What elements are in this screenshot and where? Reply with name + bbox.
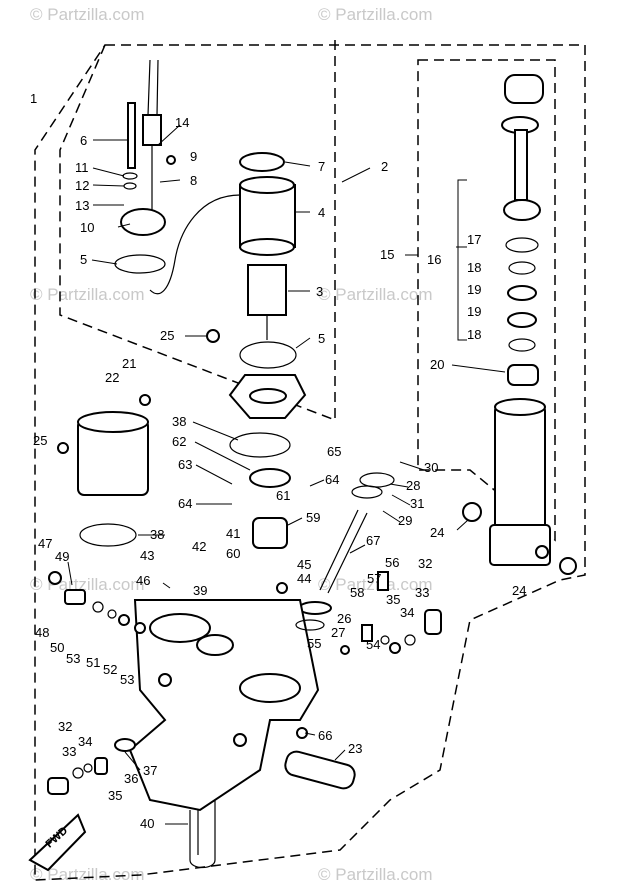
watermark: © Partzilla.com [318,285,433,304]
callout: 44 [297,571,311,586]
callout: 23 [348,741,362,756]
callout: 1 [30,91,37,106]
valve-fittings-right [276,571,442,739]
callout: 54 [366,637,380,652]
callout: 37 [143,763,157,778]
callout: 45 [297,557,311,572]
manifold-body [128,599,320,812]
watermark: © Partzilla.com [318,865,433,884]
callout: 42 [192,539,206,554]
callout: 18 [467,327,481,342]
callout: 13 [75,198,89,213]
callout: 32 [418,556,432,571]
trim-cylinder-assembly [462,74,577,575]
callout: 52 [103,662,117,677]
callout: 55 [307,636,321,651]
callout: 19 [467,282,481,297]
callout: 63 [178,457,192,472]
forward-arrow: FWD [28,813,87,872]
callout: 19 [467,304,481,319]
callout: 36 [124,771,138,786]
callout: 58 [350,585,364,600]
callout: 17 [467,232,481,247]
callout: 62 [172,434,186,449]
callout: 35 [386,592,400,607]
callout: 20 [430,357,444,372]
callout: 38 [150,527,164,542]
callout: 43 [140,548,154,563]
callout: 32 [58,719,72,734]
callout: 25 [160,328,174,343]
callout: 46 [136,573,150,588]
watermark: © Partzilla.com [30,285,145,304]
callout: 56 [385,555,399,570]
callout: 64 [178,496,192,511]
callout: 2 [381,159,388,174]
watermark: © Partzilla.com [318,5,433,24]
switch-assembly [114,59,176,274]
callout: 4 [318,205,325,220]
callout: 9 [190,149,197,164]
callout: 8 [190,173,197,188]
callout: 25 [33,433,47,448]
leader-lines [67,124,506,825]
reservoir-assembly [57,394,151,547]
callout: 66 [318,728,332,743]
callout: 33 [415,585,429,600]
callout: 38 [172,414,186,429]
callout: 5 [80,252,87,267]
callout: 21 [122,356,136,371]
callout: 48 [35,625,49,640]
callout: 18 [467,260,481,275]
pivot-shaft-and-hose [189,750,356,869]
callout: 51 [86,655,100,670]
callout: 5 [318,331,325,346]
watermark: © Partzilla.com [30,575,145,594]
callout: 7 [318,159,325,174]
callout: 28 [406,478,420,493]
callout: 34 [78,734,92,749]
callout-labels: 1 2 3 4 5 5 6 7 8 9 10 11 12 13 14 15 16… [30,91,526,831]
watermark: © Partzilla.com [30,5,145,24]
callout: 67 [366,533,380,548]
valve-fittings-left [47,571,146,795]
callout: 53 [66,651,80,666]
callout: 61 [276,488,290,503]
callout: 27 [331,625,345,640]
callout: 65 [327,444,341,459]
callout: 12 [75,178,89,193]
callout: 22 [105,370,119,385]
callout: 31 [410,496,424,511]
callout: 26 [337,611,351,626]
callout: 41 [226,526,240,541]
callout: 14 [175,115,189,130]
callout: 11 [75,160,89,175]
callout: 40 [140,816,154,831]
callout: 34 [400,605,414,620]
watermark: © Partzilla.com [318,575,433,594]
callout: 3 [316,284,323,299]
callout: 60 [226,546,240,561]
pump-assembly [229,432,395,615]
callout: 24 [512,583,526,598]
callout: 49 [55,549,69,564]
callout: 57 [367,571,381,586]
callout: 15 [380,247,394,262]
trim-motor-assembly [149,152,307,419]
callout: 29 [398,513,412,528]
callout: 6 [80,133,87,148]
callout: 16 [427,252,441,267]
callout: 39 [193,583,207,598]
callout: 30 [424,460,438,475]
callout: 64 [325,472,339,487]
callout: 53 [120,672,134,687]
callout: 35 [108,788,122,803]
callout: 50 [50,640,64,655]
callout: 59 [306,510,320,525]
callout: 24 [430,525,444,540]
callout: 33 [62,744,76,759]
callout: 10 [80,220,94,235]
callout: 47 [38,536,52,551]
